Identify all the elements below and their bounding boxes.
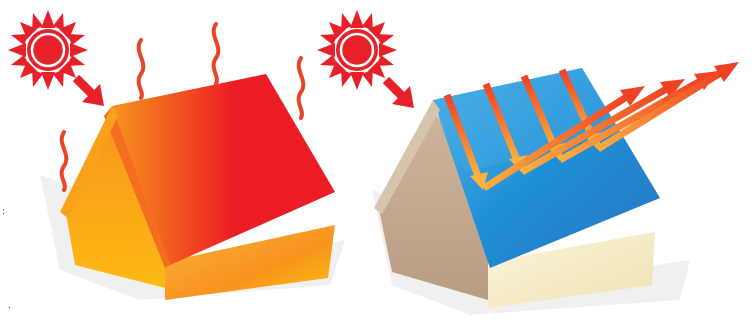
- edge-mark-upper: :: [2, 208, 5, 217]
- down-right-arrow-icon: [76, 78, 104, 106]
- edge-mark-lower: .: [8, 302, 11, 311]
- sun-icon: [317, 10, 397, 90]
- hot-house-panel: [8, 10, 345, 300]
- down-right-arrow-icon: [386, 80, 414, 108]
- cool-house-panel: [317, 10, 739, 315]
- house-icon: [60, 74, 335, 300]
